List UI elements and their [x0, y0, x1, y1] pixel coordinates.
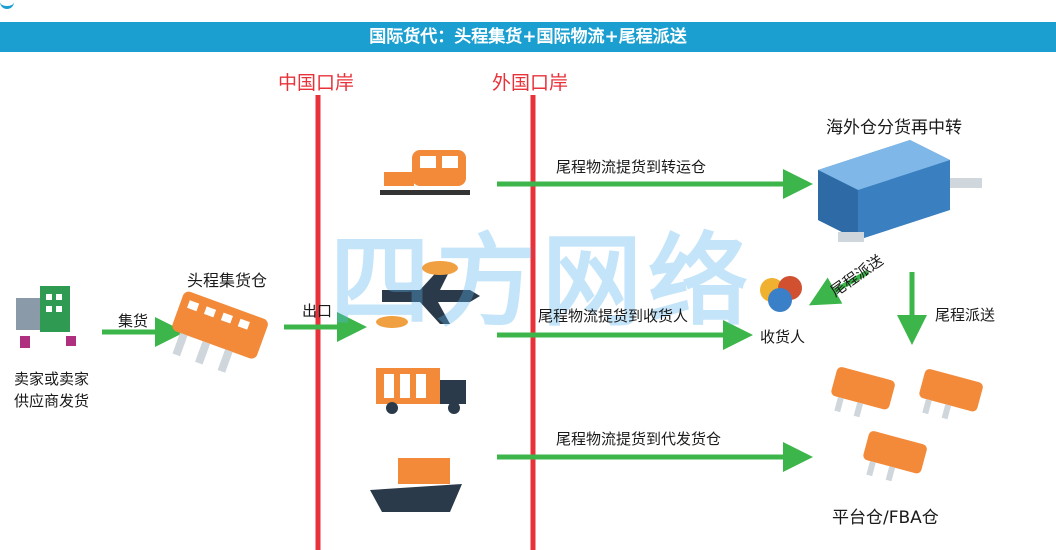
consolidation-label: 集货	[118, 312, 149, 330]
route-label-transfer: 尾程物流提货到转运仓	[556, 158, 707, 176]
receiver-label: 收货人	[760, 328, 806, 346]
platform-warehouse-icon	[919, 369, 983, 420]
platform-warehouse-icon	[831, 367, 895, 418]
title-banner: 国际货代：头程集货+国际物流+尾程派送	[0, 22, 1056, 52]
platform-warehouse-label: 平台仓/FBA仓	[832, 508, 939, 528]
receiver-icon	[760, 276, 802, 312]
factory-icon	[16, 286, 76, 348]
train-icon	[380, 150, 470, 195]
route-label-receiver: 尾程物流提货到收货人	[538, 307, 689, 325]
foreign-port-label: 外国口岸	[492, 72, 569, 94]
airplane-icon	[376, 261, 480, 328]
last-mile-label-down: 尾程派送	[935, 306, 996, 324]
ship-icon	[370, 458, 462, 512]
truck-icon	[376, 368, 466, 414]
overseas-warehouse-icon	[818, 140, 982, 242]
overseas-warehouse-label: 海外仓分货再中转	[826, 118, 962, 138]
platform-warehouse-icon	[863, 431, 927, 482]
china-port-label: 中国口岸	[278, 72, 355, 94]
seller-label: 卖家或卖家 供应商发货	[14, 370, 90, 410]
route-label-fulfillment: 尾程物流提货到代发货仓	[556, 430, 722, 448]
export-label: 出口	[302, 302, 333, 320]
watermark: 四方网络	[330, 223, 754, 340]
last-mile-arrow-diag	[808, 269, 870, 306]
head-warehouse-label: 头程集货仓	[187, 271, 268, 290]
top-corner-mark	[0, 0, 14, 9]
head-warehouse-icon	[172, 291, 268, 373]
